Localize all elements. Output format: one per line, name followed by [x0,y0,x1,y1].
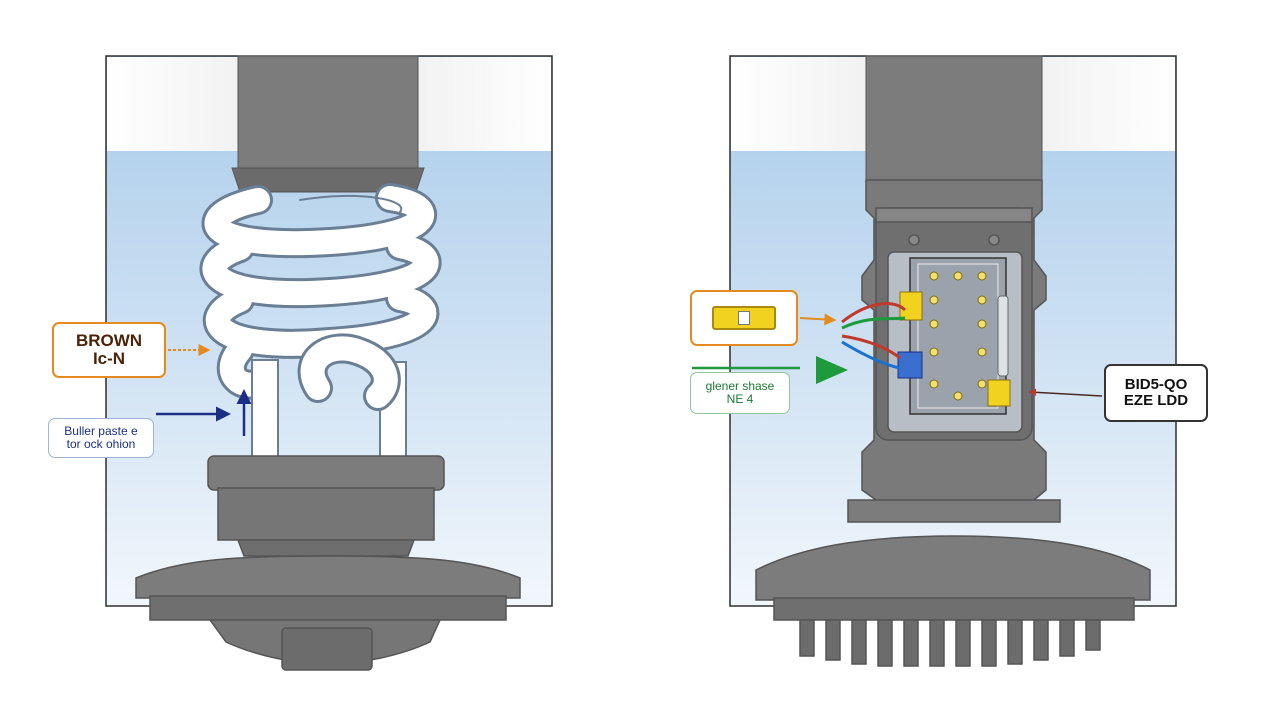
yellow-callout-arrow [799,313,837,326]
brown-wire-callout-line-1: BROWN [75,331,143,351]
right-base [755,499,1151,667]
right-panel [692,55,1177,667]
left-pole [237,55,419,177]
yellow-connector-callout [690,290,798,346]
spiral-bulb [199,183,442,461]
driver-label-callout: BID5-QO EZE LDD [1104,364,1208,422]
brown-wire-callout-line-2: Ic-N [92,349,126,368]
driver-callout-arrow [1028,388,1103,397]
connector-chip-icon [712,306,776,330]
green-callout-arrowhead [816,356,848,384]
blue-wire-callout: Buller paste e tor ock ohion [48,418,154,458]
blue-wire-callout-line-1: Buller paste e [64,424,138,439]
right-pole [865,55,1043,183]
green-wire-callout: glener shase NE 4 [690,372,790,414]
brown-wire-callout: BROWN Ic-N [52,322,166,378]
driver-label-callout-line-2: EZE LDD [1123,392,1189,409]
led-module [841,251,1023,433]
left-panel [105,55,553,671]
green-wire-callout-line-2: NE 4 [726,392,754,406]
left-base [135,455,521,671]
green-wire-callout-line-1: glener shase [705,379,775,394]
driver-label-callout-line-1: BID5-QO [1124,376,1188,394]
blue-wire-callout-line-2: tor ock ohion [66,437,136,451]
